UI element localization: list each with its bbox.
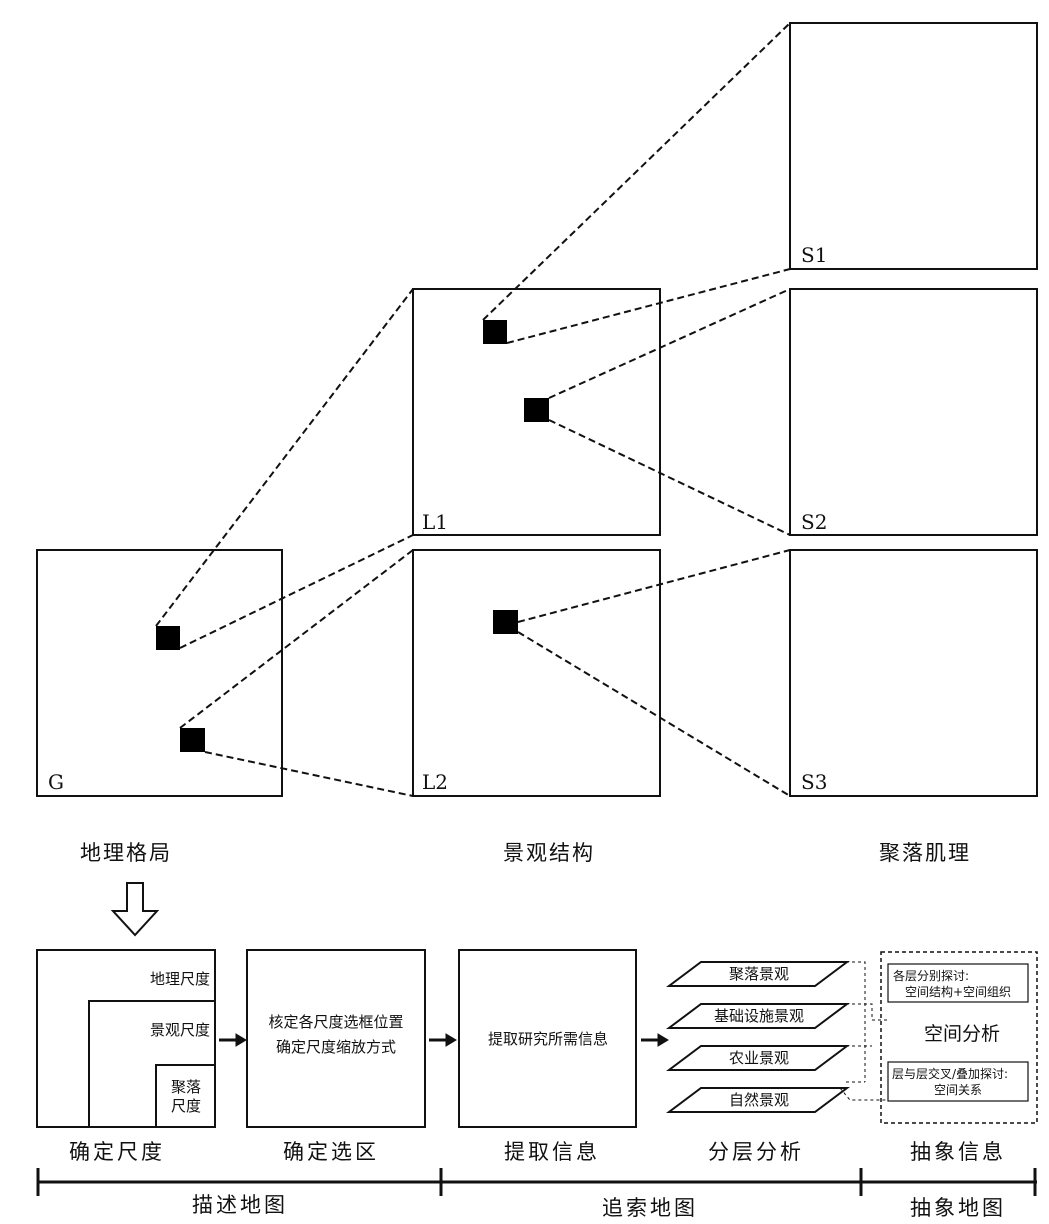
layer-settlement — [666, 961, 850, 987]
layer-connectors — [839, 961, 888, 1101]
settlement-scale-label-1: 聚落 — [171, 1078, 201, 1096]
abstract-note-1-line-1: 各层分别探讨: — [893, 968, 969, 983]
step-label-5: 抽象信息 — [910, 1140, 1006, 1164]
scale-panels — [36, 22, 1038, 797]
step-box-scale — [36, 949, 216, 1128]
scale-title-geo: 地理格局 — [80, 841, 172, 865]
flow-arrows — [219, 1033, 669, 1047]
selection-box — [493, 610, 518, 634]
layer-label-settlement: 聚落景观 — [729, 965, 789, 983]
abstract-note-1-line-2: 空间结构+空间组织 — [905, 984, 1011, 999]
phase-label-describe: 描述地图 — [192, 1193, 288, 1217]
geo-scale-label: 地理尺度 — [150, 970, 210, 988]
landscape-scale-label: 景观尺度 — [150, 1021, 210, 1039]
selection-box — [156, 626, 180, 650]
panel-tag-s3: S3 — [801, 770, 827, 794]
layer-label-infrastructure: 基础设施景观 — [714, 1007, 804, 1025]
abstract-note-2-line-2: 空间关系 — [934, 1083, 982, 1097]
panel-tag-s1: S1 — [801, 243, 827, 267]
phase-label-trace: 追索地图 — [602, 1196, 698, 1220]
layer-natural — [666, 1087, 850, 1113]
layer-label-agriculture: 农业景观 — [729, 1049, 789, 1067]
spatial-analysis-title: 空间分析 — [924, 1023, 1000, 1045]
layer-agriculture — [666, 1045, 850, 1071]
panel-g — [36, 549, 283, 797]
abstract-note-2-line-1: 层与层交叉/叠加探讨: — [892, 1066, 1008, 1081]
selection-box — [180, 728, 205, 752]
scale-title-settlement: 聚落肌理 — [879, 841, 971, 865]
selection-text-2: 确定尺度缩放方式 — [276, 1038, 396, 1056]
panel-tag-l2: L2 — [422, 770, 448, 794]
selection-box — [483, 320, 507, 344]
panel-tag-l1: L1 — [422, 510, 448, 534]
down-arrow-icon — [110, 882, 160, 937]
step-box-selection — [246, 949, 426, 1128]
layer-label-natural: 自然景观 — [729, 1091, 789, 1109]
abstract-box — [880, 951, 1038, 1124]
layer-infrastructure — [666, 1003, 850, 1029]
selection-box — [524, 398, 549, 422]
phase-label-abstract: 抽象地图 — [910, 1196, 1006, 1220]
step-label-2: 确定选区 — [283, 1140, 379, 1164]
step-box-extract — [458, 949, 637, 1128]
selection-text-1: 核定各尺度选框位置 — [268, 1013, 403, 1031]
panel-s2 — [789, 288, 1038, 536]
step-label-1: 确定尺度 — [69, 1140, 165, 1164]
zoom-connectors — [155, 22, 791, 797]
step-label-4: 分层分析 — [708, 1140, 804, 1164]
panel-tag-s2: S2 — [801, 510, 827, 534]
panel-tag-g: G — [48, 770, 64, 794]
abstract-note-2 — [887, 1061, 1029, 1102]
panel-l1 — [412, 288, 661, 536]
abstract-note-1 — [887, 963, 1029, 1003]
panel-s3 — [789, 549, 1038, 797]
panel-l2 — [412, 549, 661, 797]
extract-text: 提取研究所需信息 — [488, 1030, 608, 1048]
panel-s1 — [789, 22, 1038, 270]
settlement-scale-label-2: 尺度 — [171, 1097, 201, 1115]
selection-boxes — [156, 320, 549, 752]
phase-timeline — [36, 1168, 1037, 1196]
layer-stack — [666, 961, 850, 1113]
step-label-3: 提取信息 — [504, 1140, 600, 1164]
scale-title-landscape: 景观结构 — [503, 841, 595, 865]
